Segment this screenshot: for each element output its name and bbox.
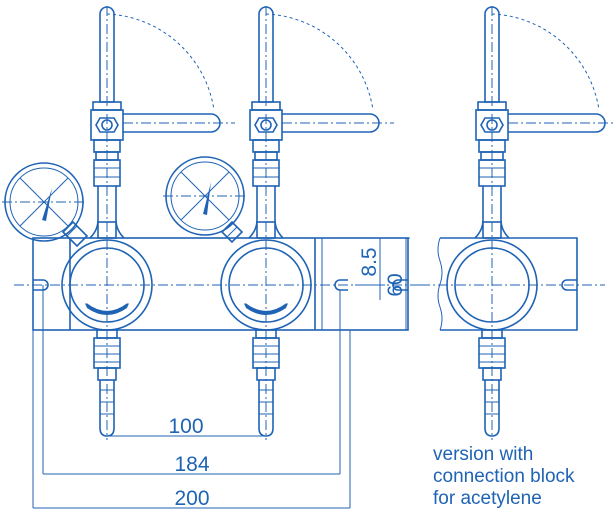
dimension-lines (32, 237, 410, 509)
pressure-gauge-1 (2, 162, 89, 248)
dimension-60: 60 (384, 273, 407, 296)
dimension-100: 100 (168, 415, 203, 438)
pressure-gauge-2 (163, 156, 247, 244)
note-line-1: version with (433, 444, 534, 465)
dimension-200: 200 (174, 487, 209, 510)
acetylene-version-unit (420, 6, 614, 440)
note-line-2: connection block (433, 466, 575, 487)
dimension-8-5: 8.5 (358, 247, 381, 276)
note-line-3: for acetylene (433, 488, 542, 509)
dimension-184: 184 (174, 453, 209, 476)
valve-unit-2 (220, 6, 394, 440)
acetylene-version-note: version with connection block for acetyl… (433, 444, 575, 510)
valve-unit-1 (61, 6, 235, 440)
